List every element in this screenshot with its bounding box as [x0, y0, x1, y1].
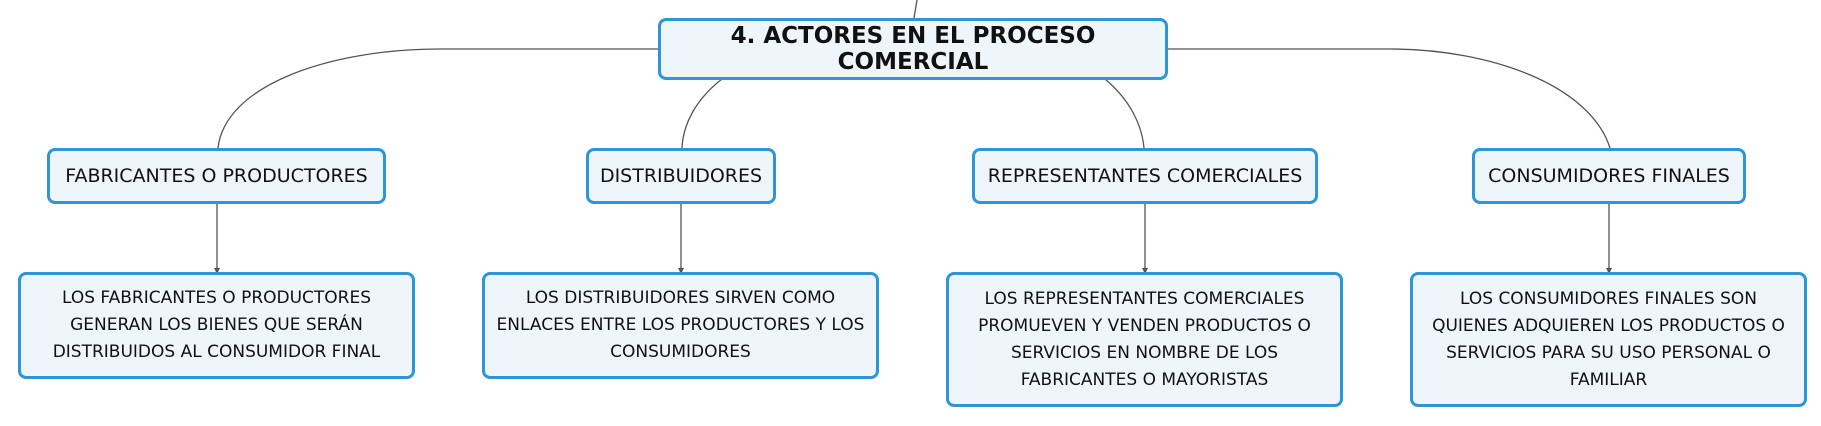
- connector-root-consumidores: [1168, 48, 1611, 149]
- branch-node-distribuidores[interactable]: DISTRIBUIDORES: [586, 148, 776, 204]
- description-node-representantes[interactable]: LOS REPRESENTANTES COMERCIALES PROMUEVEN…: [946, 272, 1343, 407]
- branch-node-consumidores[interactable]: CONSUMIDORES FINALES: [1472, 148, 1746, 204]
- branch-node-representantes[interactable]: REPRESENTANTES COMERCIALES: [972, 148, 1318, 204]
- description-node-distribuidores[interactable]: LOS DISTRIBUIDORES SIRVEN COMO ENLACES E…: [482, 272, 879, 379]
- description-node-consumidores[interactable]: LOS CONSUMIDORES FINALES SON QUIENES ADQ…: [1410, 272, 1807, 407]
- root-node-title[interactable]: 4. ACTORES EN EL PROCESO COMERCIAL: [658, 18, 1168, 80]
- arrowhead-distribuidores: [678, 268, 684, 274]
- connector-root-representantes: [1104, 78, 1145, 149]
- description-node-fabricantes[interactable]: LOS FABRICANTES O PRODUCTORES GENERAN LO…: [18, 272, 415, 379]
- branch-node-fabricantes[interactable]: FABRICANTES O PRODUCTORES: [47, 148, 386, 204]
- connector-root-distribuidores: [681, 78, 723, 149]
- arrowhead-fabricantes: [214, 268, 220, 274]
- arrowhead-consumidores: [1606, 268, 1612, 274]
- connector-parent-root: [913, 0, 918, 19]
- connector-root-fabricantes: [217, 48, 660, 149]
- arrowhead-representantes: [1142, 268, 1148, 274]
